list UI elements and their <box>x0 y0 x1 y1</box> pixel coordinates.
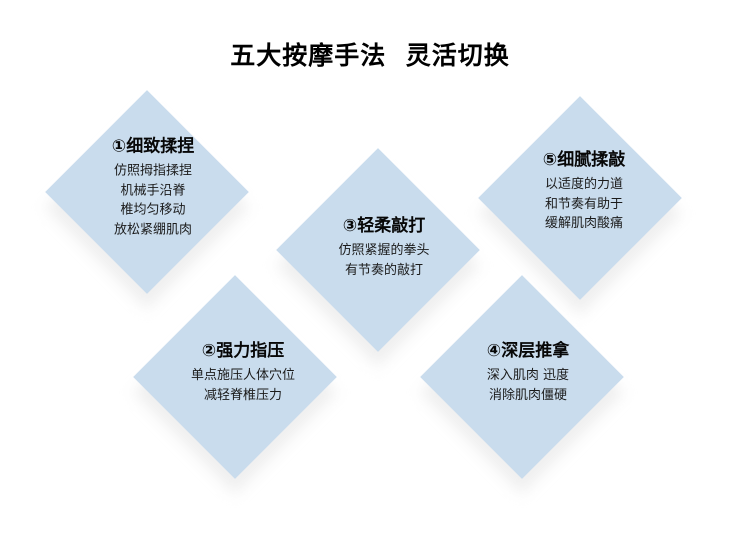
technique-card-2[interactable]: ②强力指压 单点施压人体穴位 减轻脊椎压力 <box>133 275 337 495</box>
page-title: 五大按摩手法 灵活切换 <box>230 41 510 70</box>
technique-card-5[interactable]: ⑤细腻揉敲 以适度的力道 和节奏有助于 缓解肌肉酸痛 <box>478 96 682 316</box>
diamond-shape <box>420 275 624 479</box>
diamond-shape <box>45 90 249 294</box>
technique-card-3[interactable]: ③轻柔敲打 仿照紧握的拳头 有节奏的敲打 <box>276 148 480 368</box>
technique-card-4[interactable]: ④深层推拿 深入肌肉 迅度 消除肌肉僵硬 <box>420 275 624 495</box>
diamond-shape <box>478 96 682 300</box>
technique-card-1[interactable]: ①细致揉捏 仿照拇指揉捏 机械手沿脊 椎均匀移动 放松紧绷肌肉 <box>45 90 249 310</box>
